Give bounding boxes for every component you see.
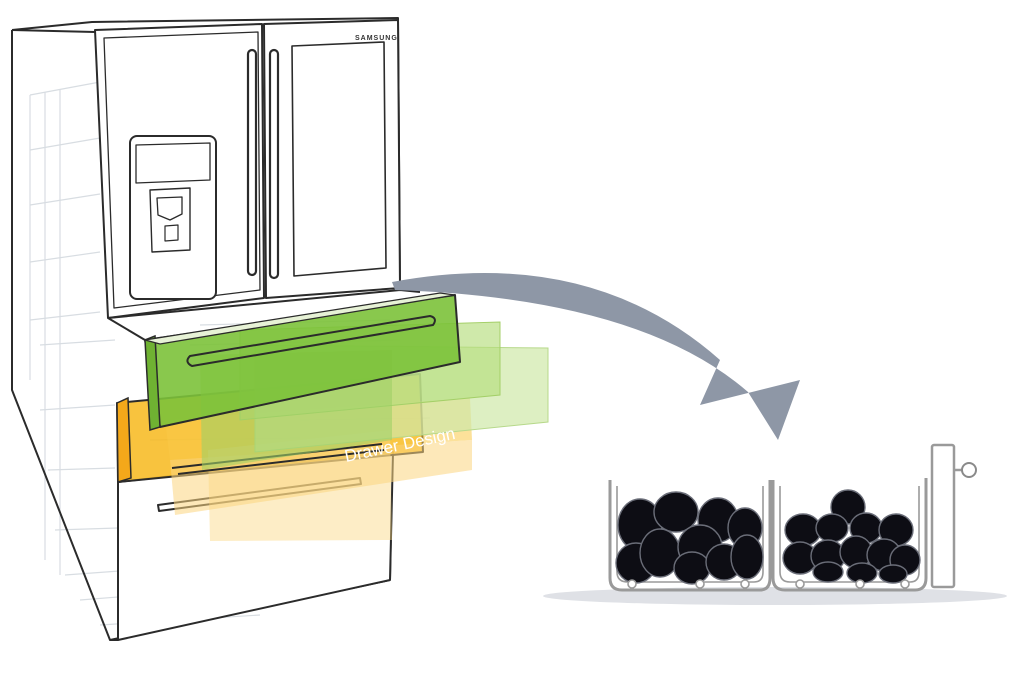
upper-drawer-handle — [186, 315, 436, 367]
left-door-handle — [246, 48, 258, 277]
upper-drawer-green — [144, 292, 549, 470]
curved-arrow-icon — [392, 272, 800, 440]
basket-feet — [627, 579, 910, 589]
basket-shadow — [543, 587, 1007, 605]
basket-right-bin — [771, 478, 928, 592]
right-door-handle — [268, 48, 280, 280]
water-dispenser — [129, 135, 217, 300]
left-bin-items — [615, 491, 764, 585]
basket-side-post — [930, 443, 964, 589]
right-door — [263, 19, 401, 299]
knob-icon — [961, 462, 977, 478]
brand-logo: SAMSUNG — [355, 35, 398, 42]
right-bin-items — [782, 489, 921, 584]
